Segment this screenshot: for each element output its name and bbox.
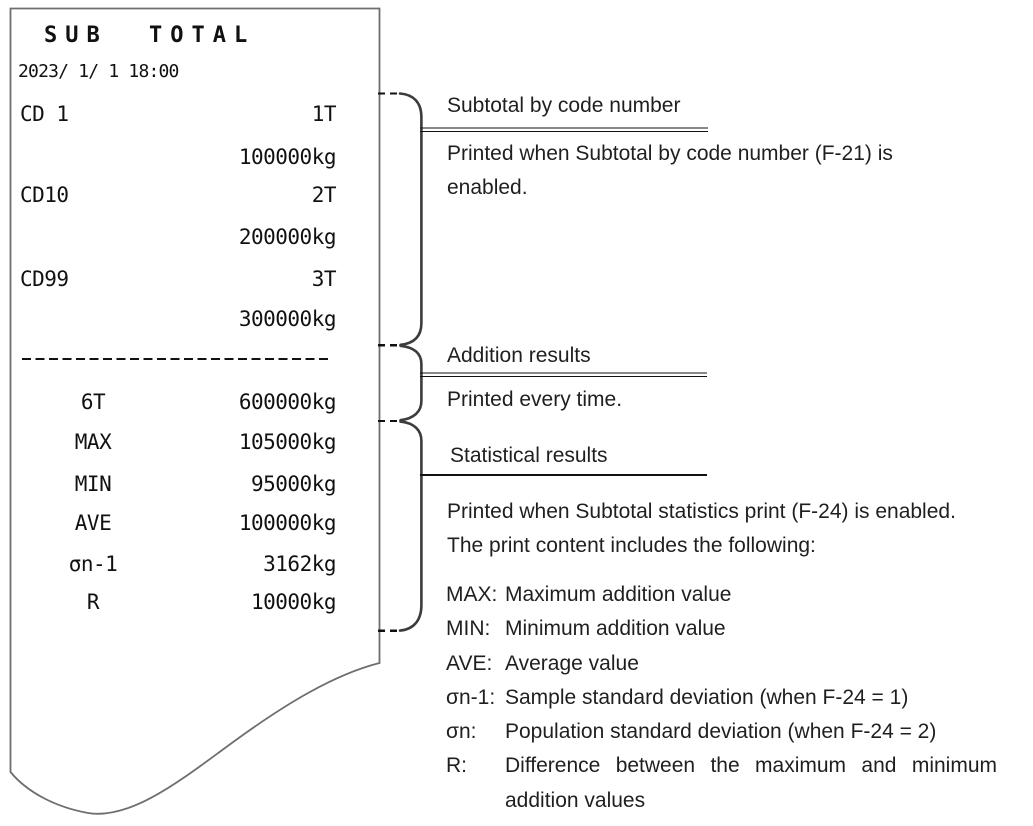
receipt-stat-label: MIN [74,472,112,496]
definition-text: Maximum addition value [505,583,732,606]
definition-row-ave: AVE: Average value [446,647,998,681]
definition-term: MAX: [446,583,498,606]
underline-subtotal-by-code-double [420,127,708,133]
brace-statistical-results-section [398,420,423,632]
annotation-body-line: The print content includes the following… [447,534,816,557]
receipt-code-weight: 200000kg [238,225,337,249]
definition-row-min: MIN: Minimum addition value [446,612,998,646]
receipt-code-count: 3T [311,267,337,291]
definition-row-sigma-n-1: σn-1: Sample standard deviation (when F-… [446,681,998,715]
receipt-stat-value: 3162kg [263,552,336,576]
definition-term: MIN: [446,617,491,641]
definition-term: AVE: [446,651,493,675]
receipt-code-count: 1T [311,102,337,126]
receipt-paper-outline [9,7,381,815]
receipt-stat-value: 105000kg [238,430,337,454]
definition-text: Minimum addition value [505,617,726,641]
receipt-stat-label: AVE [74,511,112,535]
definition-row-max: MAX: Maximum addition value [446,578,998,612]
receipt-stat-value: 10000kg [250,590,337,614]
receipt-stat-label: MAX [74,430,112,454]
receipt-total-value: 600000kg [238,390,337,414]
definition-term: σn: [446,720,477,744]
definition-text: Population standard deviation (when F-24… [505,720,937,744]
definition-term: R: [446,754,467,778]
definition-row-sigma-n: σn: Population standard deviation (when … [446,715,998,749]
brace-subtotal-by-code-section [398,92,423,347]
receipt-code-weight: 100000kg [238,145,337,169]
definition-text: Average value [505,651,639,675]
receipt-code-label: CD 1 [20,102,69,126]
statistics-definition-list: MAX: Maximum addition value MIN: Minimum… [446,578,998,818]
definition-text: Sample standard deviation (when F-24 = 1… [505,685,909,709]
receipt-code-label: CD10 [20,183,69,207]
definition-text: Difference between the maximum and minim… [505,754,997,812]
annotation-title-statistical-results: Statistical results [450,444,608,467]
annotation-body-subtotal-by-code: Printed when Subtotal by code number (F-… [447,142,893,199]
receipt-stat-label: σn-1 [68,552,118,576]
receipt-code-weight: 300000kg [238,307,337,331]
receipt-code-count: 2T [311,183,337,207]
receipt-total-label: 6T [80,390,106,414]
brace-addition-results-section [399,344,423,422]
annotation-title-addition-results: Addition results [447,344,591,367]
annotation-title-subtotal-by-code: Subtotal by code number [447,94,681,117]
definition-term: σn-1: [446,685,496,709]
underline-addition-results-double [420,372,707,378]
annotation-body-addition-results: Printed every time. [447,388,623,411]
receipt-datetime: 2023/ 1/ 1 18:00 [18,61,179,82]
receipt-header: SUB TOTAL [44,23,256,48]
definition-row-r: R: Difference between the maximum and mi… [446,749,998,818]
receipt-stat-value: 100000kg [238,511,337,535]
annotation-body-line: Printed when Subtotal statistics print (… [447,500,956,523]
receipt-stat-value: 95000kg [250,472,337,496]
receipt-code-label: CD99 [20,267,69,291]
receipt-stat-label: R [86,590,100,614]
annotation-body-statistical-results: Printed when Subtotal statistics print (… [447,495,1022,563]
